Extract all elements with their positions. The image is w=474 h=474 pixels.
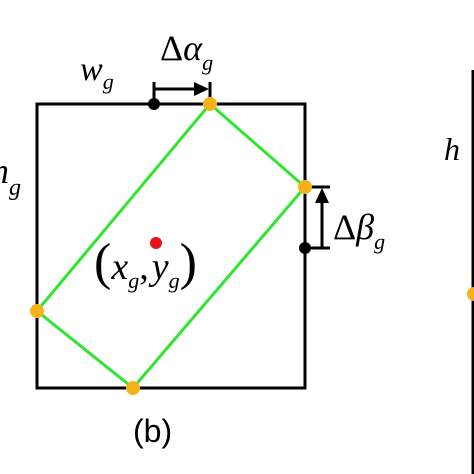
- svg-text:wg: wg: [80, 51, 114, 94]
- corner-point-right: [298, 180, 312, 194]
- label-center-x-sub: g: [128, 268, 139, 293]
- delta-beta-arrowhead: [315, 188, 329, 203]
- reference-point-right: [299, 242, 311, 254]
- svg-text:hg: hg: [0, 151, 21, 201]
- rotated-box: [34, 101, 308, 391]
- label-beta: β: [355, 207, 374, 247]
- label-center-close-paren: ): [180, 234, 197, 291]
- label-center-x: x: [110, 246, 128, 288]
- label-center-comma: ,: [139, 246, 149, 288]
- panel-caption: (b): [133, 413, 172, 449]
- svg-text:(xg,yg): (xg,yg): [94, 234, 197, 293]
- right-panel-corner-point: [467, 287, 474, 301]
- corner-point-top: [203, 97, 217, 111]
- label-alpha-sub: g: [202, 50, 213, 75]
- reference-point-top: [148, 98, 160, 110]
- label-w-sub: g: [103, 69, 114, 94]
- right-panel-h-label: h: [444, 131, 460, 167]
- center-point: [150, 237, 162, 249]
- label-w: w: [80, 51, 103, 88]
- label-h: h: [0, 151, 9, 191]
- svg-text:Δβg: Δβg: [333, 207, 385, 254]
- label-alpha: α: [183, 28, 203, 68]
- label-center-y: y: [148, 246, 169, 288]
- label-center-y-sub: g: [169, 268, 180, 293]
- svg-text:Δαg: Δαg: [160, 28, 213, 75]
- corner-point-left: [30, 304, 44, 318]
- delta-alpha-arrowhead: [194, 82, 209, 96]
- label-delta-alpha-delta: Δ: [160, 28, 183, 68]
- corner-point-bottom: [126, 381, 140, 395]
- label-center-open-paren: (: [94, 234, 111, 291]
- label-h-sub: g: [9, 175, 21, 201]
- label-beta-sub: g: [374, 229, 385, 254]
- label-delta-beta-delta: Δ: [333, 207, 356, 247]
